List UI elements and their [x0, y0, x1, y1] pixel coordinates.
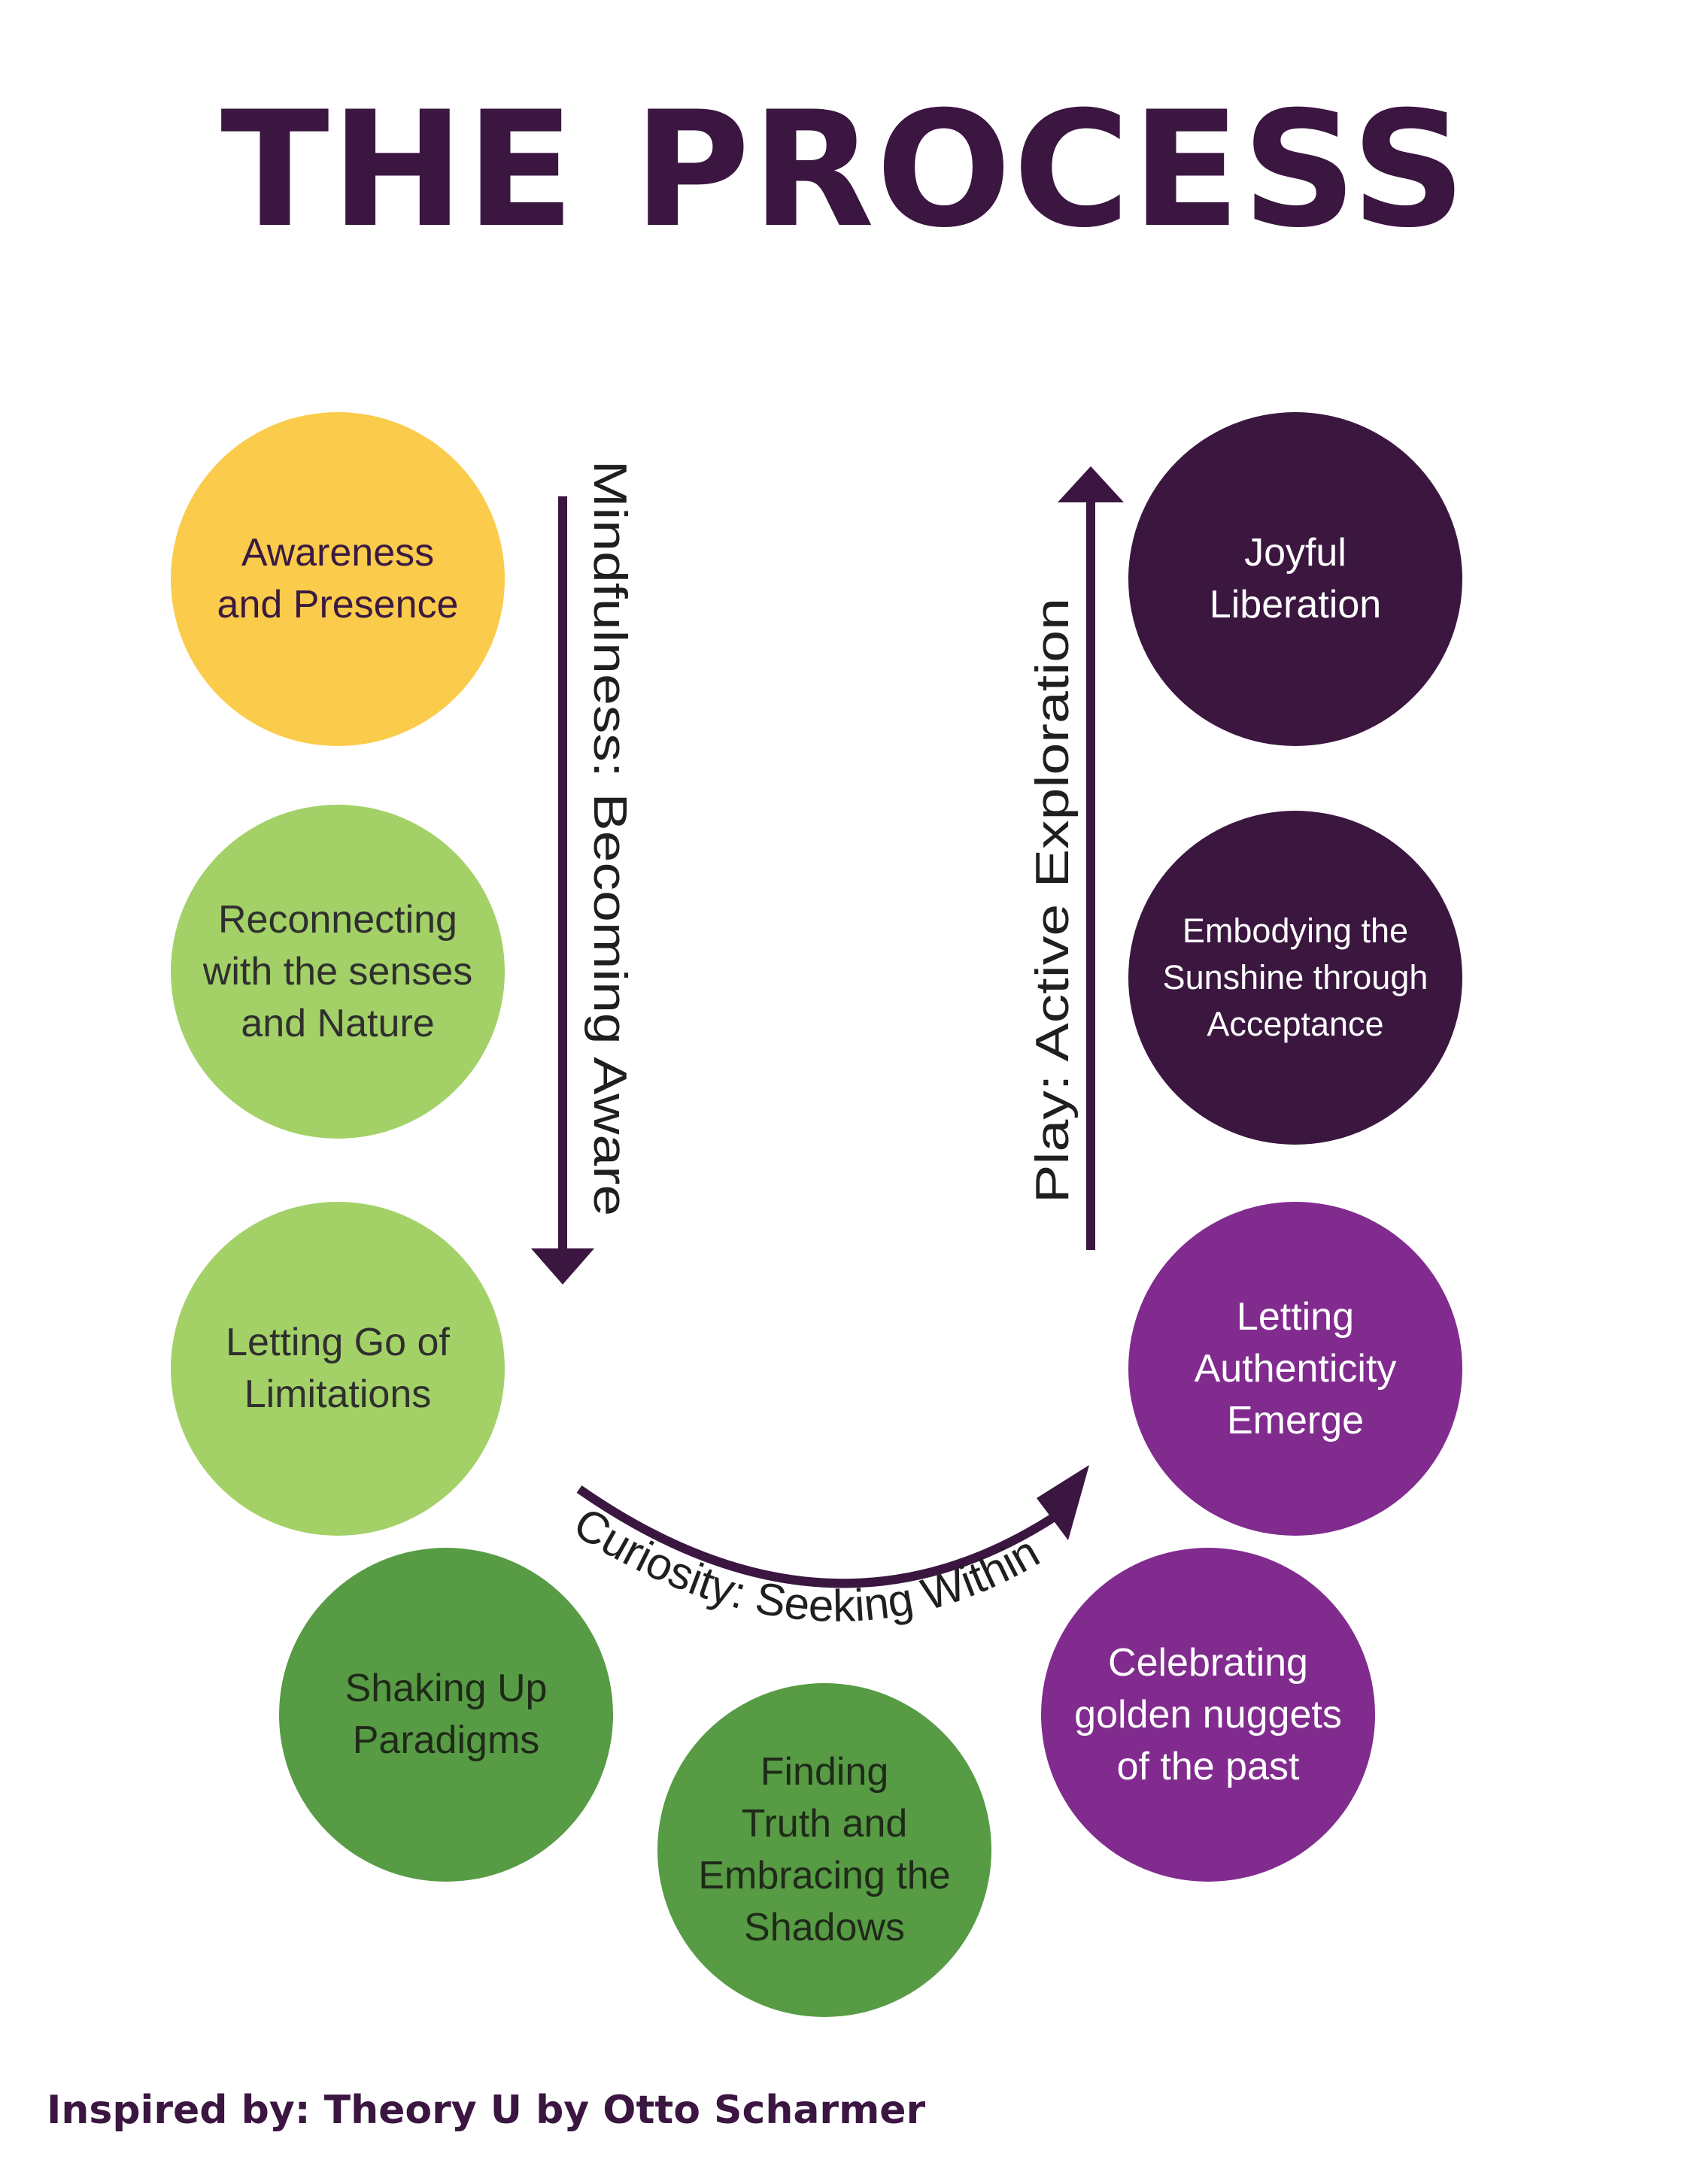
node-label: Shaking Up Paradigms	[345, 1667, 548, 1762]
bottom-flow-label: Curiosity: Seeking Within	[566, 1497, 1048, 1631]
right-flow-label: Play: Active Exploration	[1027, 598, 1079, 1203]
node-embodying-the-sunshine: Embodying the Sunshine through Acceptanc…	[1128, 811, 1462, 1145]
page-title: THE PROCESS	[220, 77, 1468, 262]
node-letting-authenticity-emerge: Letting Authenticity Emerge	[1128, 1202, 1462, 1536]
node-reconnecting-with-senses: Reconnecting with the senses and Nature	[171, 805, 505, 1139]
node-celebrating-golden-nuggets: Celebrating golden nuggets of the past	[1041, 1548, 1375, 1882]
node-label: Awareness and Presence	[217, 531, 459, 626]
node-label: Letting Authenticity Emerge	[1194, 1294, 1397, 1442]
node-label: Finding Truth and Embracing the Shadows	[698, 1750, 951, 1949]
bottom-flow-label-text: Curiosity: Seeking Within	[566, 1497, 1048, 1631]
left-flow-label: Mindfulness: Becoming Aware	[584, 460, 636, 1216]
node-shaking-up-paradigms: Shaking Up Paradigms	[279, 1548, 613, 1882]
footer-credit: Inspired by: Theory U by Otto Scharmer	[47, 2088, 926, 2133]
node-finding-truth: Finding Truth and Embracing the Shadows	[657, 1683, 991, 2017]
node-label: Joyful Liberation	[1209, 531, 1382, 626]
down-arrow	[531, 496, 594, 1285]
node-joyful-liberation: Joyful Liberation	[1128, 412, 1462, 746]
curved-arrow	[576, 1465, 1089, 1588]
node-label: Celebrating golden nuggets of the past	[1074, 1640, 1342, 1788]
node-label: Reconnecting with the senses and Nature	[202, 897, 473, 1045]
up-arrow	[1058, 466, 1124, 1250]
node-letting-go-of-limitations: Letting Go of Limitations	[171, 1202, 505, 1536]
node-label: Embodying the Sunshine through Acceptanc…	[1162, 912, 1428, 1043]
node-label: Letting Go of Limitations	[226, 1321, 450, 1416]
node-awareness-and-presence: Awareness and Presence	[171, 412, 505, 746]
